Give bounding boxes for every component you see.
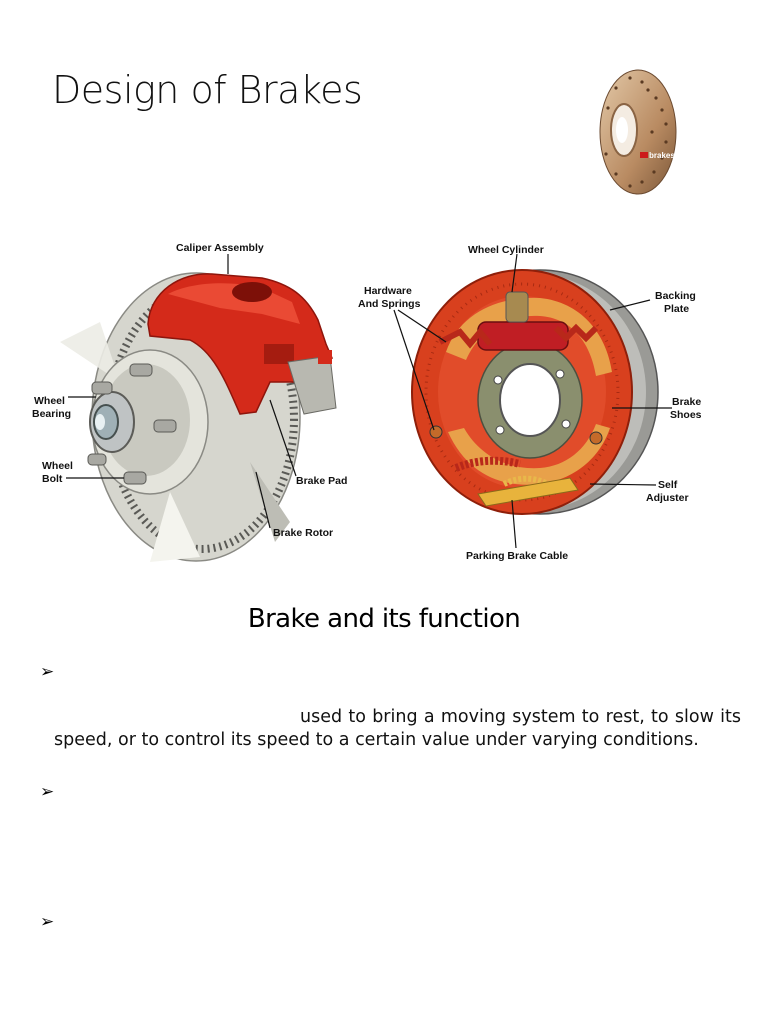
label-self-adjuster-1: Self: [658, 479, 678, 491]
bullet-3: ➢: [40, 912, 55, 931]
brake-definition-paragraph: used to bring a moving system to rest, t…: [54, 707, 741, 750]
return-spring-bottom: [454, 456, 521, 472]
wheel-cylinder-shape: [477, 321, 569, 351]
label-backing-plate-2: Plate: [664, 303, 689, 315]
logo-disc-face: [599, 69, 677, 195]
disc-brake-assembly: [60, 272, 337, 562]
brake-diagram: Caliper Assembly Wheel Bearing Wheel Bol…: [32, 242, 702, 562]
logo-brand-text: brakes: [649, 151, 675, 160]
label-caliper-assembly: Caliper Assembly: [176, 242, 264, 254]
label-backing-plate-1: Backing: [655, 290, 696, 302]
label-brake-shoes-1: Brake: [672, 396, 701, 408]
label-hardware-2: And Springs: [358, 298, 421, 310]
drum-brake-assembly: [411, 269, 659, 515]
label-parking-brake-cable: Parking Brake Cable: [466, 550, 568, 562]
brake-pad-shape: [287, 355, 337, 415]
label-wheel-bearing-1: Wheel: [34, 395, 65, 407]
label-wheel-bolt-1: Wheel: [42, 460, 73, 472]
section-heading: Brake and its function: [247, 604, 521, 634]
bullet-2: ➢: [40, 782, 55, 801]
self-adjuster-shape: [477, 477, 579, 507]
label-wheel-cylinder: Wheel Cylinder: [468, 244, 544, 256]
label-brake-pad: Brake Pad: [296, 475, 347, 487]
slide-title: Design of Brakes: [52, 68, 363, 112]
label-wheel-bearing-2: Bearing: [32, 408, 71, 420]
label-self-adjuster-2: Adjuster: [646, 492, 689, 504]
label-wheel-bolt-2: Bolt: [42, 473, 63, 485]
bullet-1: ➢: [40, 662, 55, 681]
label-brake-rotor: Brake Rotor: [273, 527, 333, 539]
brake-disc-logo: brakes: [599, 69, 677, 195]
label-hardware-1: Hardware: [364, 285, 412, 297]
wheel-bolts: [87, 363, 177, 485]
label-brake-shoes-2: Shoes: [670, 409, 702, 421]
return-spring-top: [438, 327, 493, 349]
